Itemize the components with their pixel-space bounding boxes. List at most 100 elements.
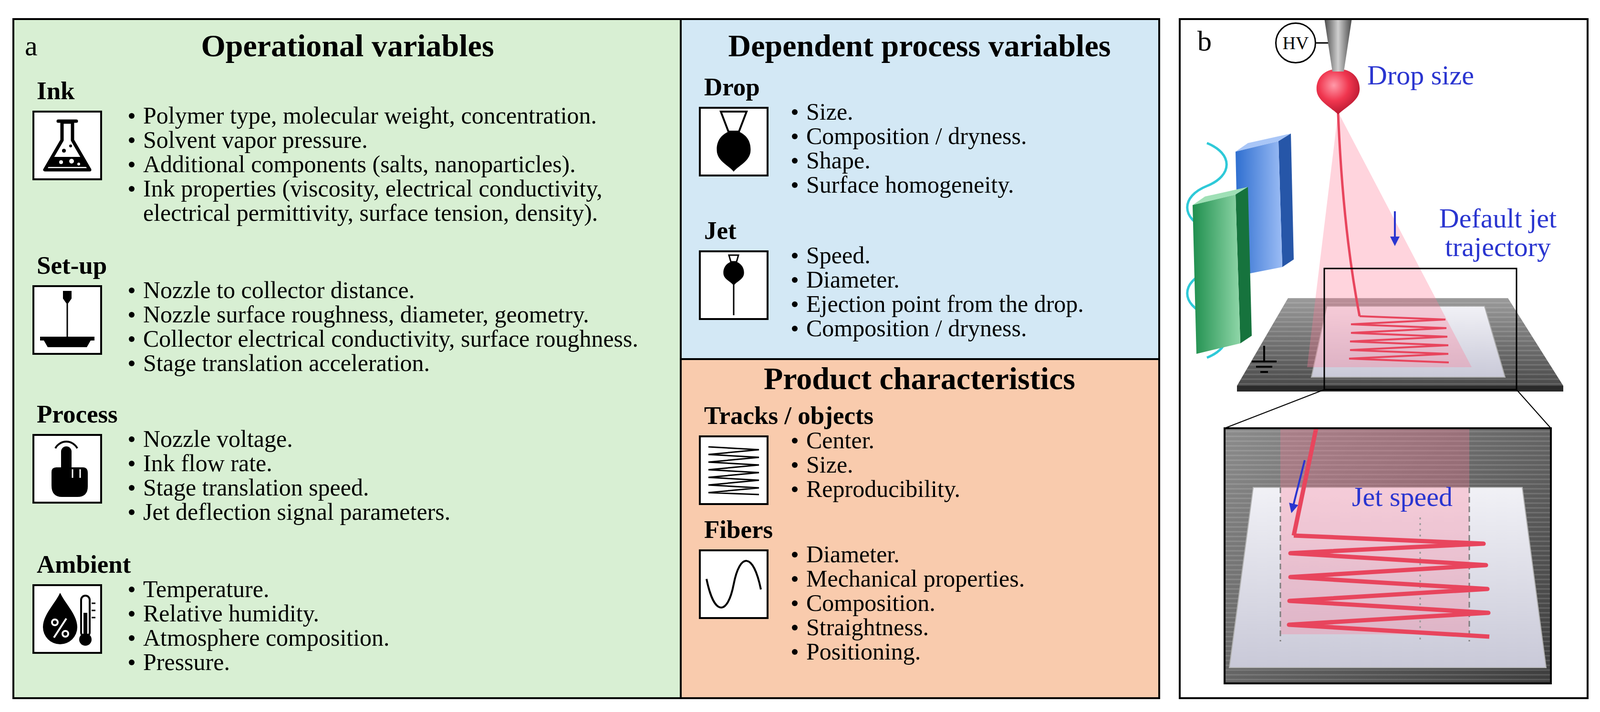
bullet-list: Speed.Diameter.Ejection point from the d… bbox=[806, 243, 1141, 341]
ambient-icon bbox=[62, 631, 69, 637]
ink-icon bbox=[62, 148, 66, 153]
bullet-dot bbox=[791, 252, 798, 259]
section-heading-wrap: Set-up bbox=[36, 250, 107, 280]
bullet-text: Temperature. bbox=[143, 577, 673, 602]
zoom-inset bbox=[1291, 460, 1305, 512]
section-heading-wrap: Ink bbox=[36, 76, 75, 105]
bullet-text: Straightness. bbox=[806, 615, 1141, 640]
bullet-list: Size.Composition / dryness.Shape.Surface… bbox=[806, 99, 1141, 198]
process-icon bbox=[72, 469, 74, 478]
process-icon bbox=[51, 467, 88, 498]
ambient-icon bbox=[81, 595, 90, 637]
bullet-dot bbox=[791, 486, 798, 493]
bullet-text: Diameter. bbox=[806, 542, 1141, 567]
hv-wire bbox=[1316, 42, 1329, 44]
section-heading-wrap: Drop bbox=[704, 72, 760, 102]
bullet-dot bbox=[128, 586, 135, 593]
section-heading: Jet bbox=[704, 216, 737, 245]
bullet-item: Collector electrical conductivity, surfa… bbox=[143, 326, 673, 352]
bullet-text: Ink flow rate. bbox=[143, 451, 673, 476]
bullet-item: Reproducibility. bbox=[806, 477, 1141, 502]
zoom-inset bbox=[1224, 428, 1551, 684]
setup-icon bbox=[33, 286, 102, 354]
bullet-dot bbox=[128, 360, 135, 367]
bullet-dot bbox=[791, 600, 798, 607]
callout-label: Jet speed bbox=[1351, 482, 1453, 512]
zoom-inset-frame bbox=[1224, 428, 1551, 684]
bullet-text: Relative humidity. bbox=[143, 601, 673, 626]
bullet-text: Speed. bbox=[806, 243, 1141, 268]
bullet-item: Relative humidity. bbox=[143, 601, 673, 626]
bullet-item: Composition / dryness. bbox=[806, 124, 1141, 149]
ink-icon bbox=[59, 160, 63, 165]
zoom-inset bbox=[1224, 428, 1551, 684]
bullet-list: Polymer type, molecular weight, concentr… bbox=[143, 103, 673, 226]
region-heading-wrap: Dependent process variables bbox=[680, 27, 1159, 64]
collector-stage bbox=[1236, 385, 1564, 392]
ground-symbol bbox=[1251, 360, 1277, 363]
bullet-text: Nozzle to collector distance. bbox=[143, 278, 673, 303]
bullet-text: Pressure. bbox=[143, 650, 673, 675]
tracks-section: Tracks / objectsCenter.Size.Reproducibil… bbox=[691, 401, 1150, 502]
ambient-icon bbox=[51, 619, 58, 626]
callout-label-wrap: Default jet trajectory bbox=[1419, 204, 1577, 262]
bullet-dot bbox=[128, 460, 135, 467]
jet-icon bbox=[733, 284, 735, 316]
drop-icon bbox=[720, 111, 747, 132]
bullet-text: Nozzle voltage. bbox=[143, 426, 673, 452]
bullet-item: Mechanical properties. bbox=[806, 566, 1141, 592]
bullet-text: Center. bbox=[806, 428, 1141, 453]
bullet-item: Stage translation speed. bbox=[143, 475, 673, 500]
bullet-item: Nozzle surface roughness, diameter, geom… bbox=[143, 302, 673, 327]
drop-icon bbox=[716, 131, 751, 172]
ambient-icon bbox=[42, 592, 78, 645]
bullet-text: Collector electrical conductivity, surfa… bbox=[143, 326, 673, 352]
bullet-dot bbox=[128, 186, 135, 192]
zoom-inset bbox=[1419, 517, 1422, 642]
bullet-dot bbox=[791, 133, 798, 140]
bullet-dot bbox=[128, 611, 135, 617]
setup-section: Set-upNozzle to collector distance.Nozzl… bbox=[28, 250, 678, 376]
ambient-icon bbox=[91, 610, 96, 612]
section-heading: Drop bbox=[704, 72, 760, 102]
setup-icon bbox=[62, 298, 72, 304]
fibers-icon bbox=[699, 550, 768, 619]
panel-a-regions bbox=[680, 20, 1159, 360]
ambient-section: AmbientTemperature.Relative humidity.Atm… bbox=[28, 550, 678, 675]
ground-symbol bbox=[1251, 345, 1277, 373]
product-characteristics-region: Product characteristicsTracks / objectsC… bbox=[680, 359, 1159, 698]
ink-icon bbox=[58, 119, 77, 124]
bullet-item: Additional components (salts, nanopartic… bbox=[143, 152, 673, 177]
process-icon bbox=[33, 435, 102, 503]
bullet-item: Pressure. bbox=[143, 650, 673, 675]
bullet-item: Nozzle voltage. bbox=[143, 426, 673, 452]
bullet-dot bbox=[791, 325, 798, 332]
fibers-icon bbox=[706, 561, 761, 608]
dependent-variables-region: Dependent process variablesDropSize.Comp… bbox=[680, 20, 1159, 360]
panel-a-regions bbox=[14, 20, 681, 698]
bullet-item: Atmosphere composition. bbox=[143, 625, 673, 651]
callout-label-wrap: Drop size bbox=[1367, 61, 1475, 90]
tracks-icon bbox=[699, 436, 768, 505]
bullet-text: Reproducibility. bbox=[806, 477, 1141, 502]
ambient-icon bbox=[79, 633, 92, 646]
drop-icon bbox=[699, 107, 768, 176]
bullet-dot bbox=[128, 659, 135, 666]
ground-symbol bbox=[1256, 365, 1273, 368]
bullet-item: Stage translation acceleration. bbox=[143, 351, 673, 376]
bullet-text: Ejection point from the drop. bbox=[806, 291, 1141, 317]
zoom-line bbox=[1516, 389, 1551, 429]
bullet-dot bbox=[791, 437, 798, 444]
bullet-text: Stage translation acceleration. bbox=[143, 351, 673, 376]
ground-symbol bbox=[1263, 345, 1266, 362]
ambient-icon bbox=[33, 585, 102, 654]
ink-icon bbox=[44, 122, 90, 170]
bullet-text: Additional components (salts, nanopartic… bbox=[143, 152, 673, 177]
region-heading: Product characteristics bbox=[763, 360, 1076, 397]
ink-icon bbox=[69, 144, 73, 148]
bullet-item: Temperature. bbox=[143, 577, 673, 602]
nozzle bbox=[1324, 18, 1352, 72]
bullet-text: Ink properties (viscosity, electrical co… bbox=[143, 176, 673, 226]
bullet-item: Nozzle to collector distance. bbox=[143, 278, 673, 303]
jet-icon bbox=[699, 251, 768, 320]
